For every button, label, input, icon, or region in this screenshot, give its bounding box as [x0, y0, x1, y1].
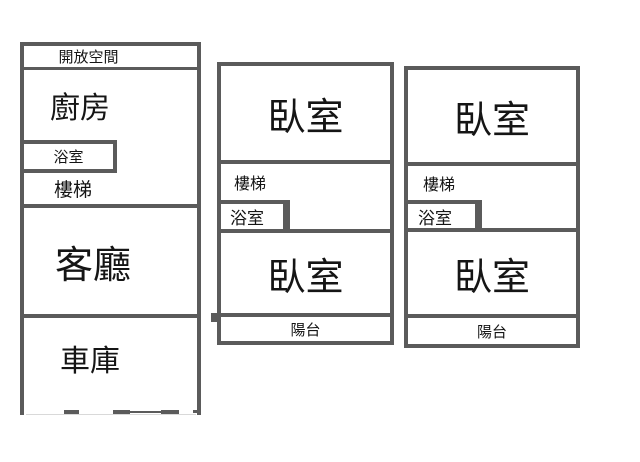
floor-plan-2: 臥室 樓梯 浴室 臥室 陽台 [211, 62, 394, 345]
wall-divider [221, 313, 390, 317]
room-bathroom-floor2-label: 浴室 [230, 209, 264, 228]
room-bedroom-top-floor2: 臥室 [221, 66, 390, 160]
room-balcony-floor3: 陽台 [408, 318, 576, 344]
room-bedroom-top-floor2-label: 臥室 [267, 96, 344, 139]
bathroom-zone-floor3: 浴室 [408, 200, 576, 228]
room-kitchen: 廚房 [24, 70, 197, 140]
room-open-space-label: 開放空間 [58, 49, 119, 66]
room-balcony-floor2: 陽台 [221, 317, 390, 341]
room-stairs-floor1-label: 樓梯 [54, 180, 93, 201]
room-living-room-label: 客廳 [55, 244, 132, 287]
wall-divider [24, 314, 197, 318]
floor-plan-3: 臥室 樓梯 浴室 臥室 陽台 [404, 66, 580, 348]
room-bedroom-top-floor3-label: 臥室 [453, 99, 530, 142]
room-stairs-floor2: 樓梯 [221, 164, 390, 200]
wall-divider [221, 160, 390, 164]
room-stairs-floor2-label: 樓梯 [234, 176, 267, 193]
garage-door-dash [64, 410, 79, 415]
garage-door-dash [161, 410, 179, 415]
room-bedroom-bottom-floor2-label: 臥室 [267, 256, 344, 299]
wall-tick-mark [211, 313, 219, 322]
room-open-space: 開放空間 [24, 46, 197, 70]
wall-divider [408, 162, 576, 166]
wall-divider [408, 228, 576, 232]
room-balcony-floor2-label: 陽台 [290, 321, 321, 339]
room-bedroom-bottom-floor3-label: 臥室 [453, 256, 530, 299]
room-bathroom-floor1: 浴室 [24, 140, 117, 173]
wall-divider [221, 229, 390, 233]
wall-divider [24, 204, 197, 208]
garage-door-dash [128, 411, 163, 413]
garage-door-dash [113, 410, 130, 415]
room-stairs-floor1: 樓梯 [24, 173, 197, 204]
garage-door-opening-line [26, 414, 196, 415]
room-stairs-floor3: 樓梯 [408, 166, 576, 200]
room-garage: 車庫 [24, 318, 197, 415]
room-living-room: 客廳 [24, 208, 197, 314]
room-bedroom-bottom-floor2: 臥室 [221, 233, 390, 313]
room-bedroom-bottom-floor3: 臥室 [408, 232, 576, 314]
garage-door-dash [193, 410, 197, 413]
wall-divider [408, 314, 576, 318]
room-bathroom-floor2: 浴室 [221, 200, 290, 229]
room-bedroom-top-floor3: 臥室 [408, 70, 576, 162]
room-stairs-floor3-label: 樓梯 [423, 177, 456, 194]
room-kitchen-label: 廚房 [50, 92, 110, 125]
room-garage-label: 車庫 [60, 345, 120, 378]
room-bathroom-floor3-label: 浴室 [418, 208, 452, 228]
room-bathroom-floor1-label: 浴室 [53, 149, 84, 166]
floor-plan-1: 開放空間 廚房 浴室 樓梯 客廳 車庫 [20, 42, 201, 415]
room-balcony-floor3-label: 陽台 [476, 323, 507, 341]
bathroom-zone-floor2: 浴室 [221, 200, 390, 229]
room-bathroom-floor3: 浴室 [408, 200, 482, 228]
